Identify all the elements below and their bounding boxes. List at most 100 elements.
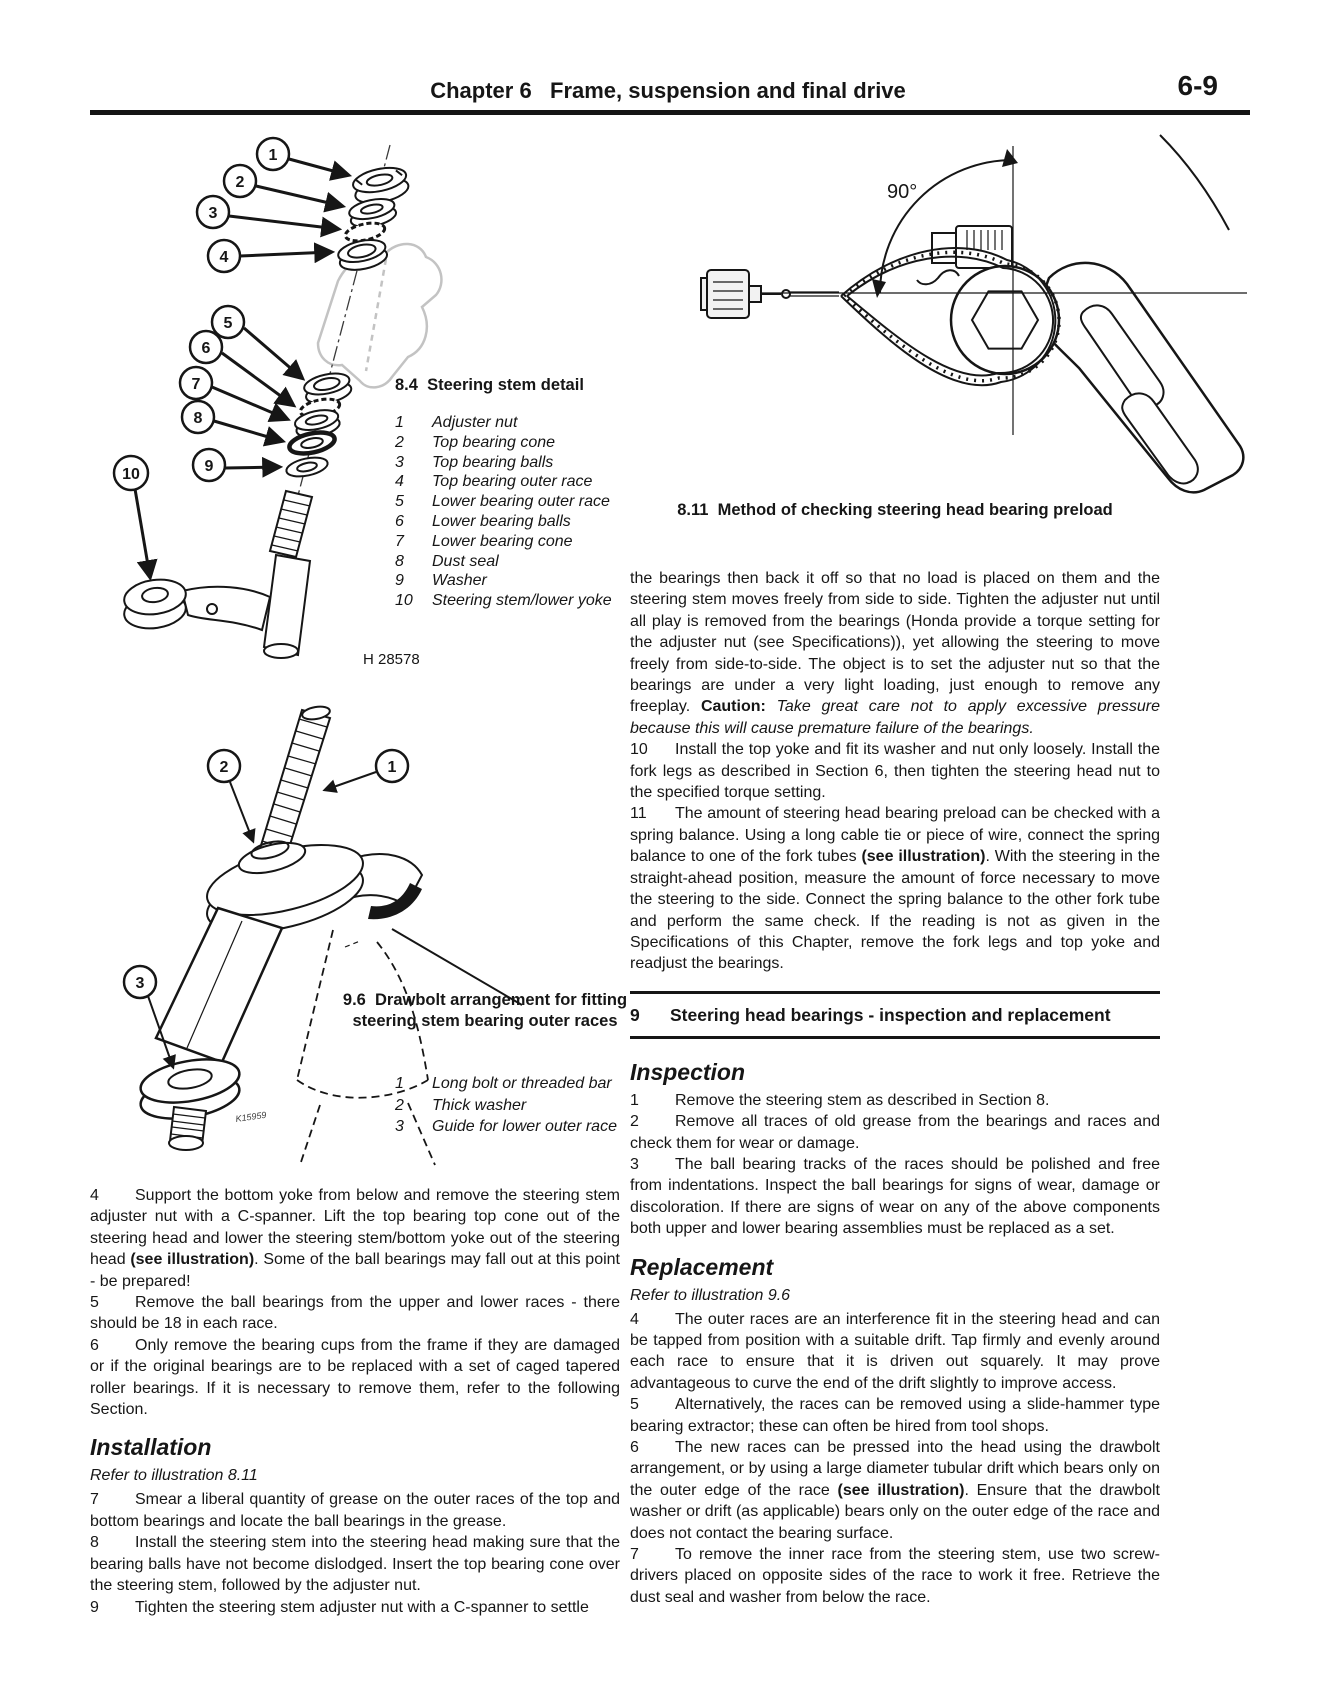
part-label: Washer xyxy=(432,572,487,590)
part-number: 8 xyxy=(395,552,404,570)
parts-list-item: 8 Dust seal xyxy=(395,552,630,572)
part-number: 7 xyxy=(395,532,404,550)
part-label: Lower bearing outer race xyxy=(432,493,610,511)
page-number: 6-9 xyxy=(1177,70,1218,101)
part-washer xyxy=(285,456,329,478)
svg-text:9: 9 xyxy=(205,458,214,475)
right-text-block: the bearings then back it off so that no… xyxy=(630,568,1160,1608)
part-top-bearing-balls xyxy=(343,221,387,243)
svg-text:4: 4 xyxy=(220,249,229,266)
thick-washer xyxy=(206,840,424,933)
svg-text:2: 2 xyxy=(236,174,245,191)
steering-head-dashed-outline xyxy=(296,929,436,1166)
part-number: 1 xyxy=(395,414,404,431)
callout-4: 4 xyxy=(206,238,336,274)
part-label: Long bolt or threaded bar xyxy=(432,1075,612,1092)
svg-text:1: 1 xyxy=(388,759,397,776)
installation-heading: Installation xyxy=(90,1434,212,1461)
parts-list-item: 5 Lower bearing outer race xyxy=(395,492,630,512)
part-label: Guide for lower outer race xyxy=(432,1118,617,1135)
section-title: Steering head bearings - inspection and … xyxy=(670,1004,1111,1025)
figure-8-11-caption: 8.11 Method of checking steering head be… xyxy=(630,500,1160,521)
svg-text:10: 10 xyxy=(122,466,140,483)
inspection-heading: Inspection xyxy=(630,1058,746,1085)
parts-list-item: 4 Top bearing outer race xyxy=(395,472,630,492)
figure-8-11-preload-check-drawing: 90° xyxy=(700,134,1247,494)
fork-top-hex-bolt xyxy=(970,290,1040,350)
callout-8: 8 xyxy=(180,399,287,447)
right-column: 90° 8.11 Method of checking steering hea… xyxy=(630,125,1247,1685)
callout-9: 9 xyxy=(191,447,284,483)
part-number: 4 xyxy=(395,473,404,491)
parts-list-item: 3 Top bearing balls xyxy=(395,453,630,473)
parts-list-item: 10 Steering stem/lower yoke xyxy=(395,591,630,611)
parts-list-item: 1 Long bolt or threaded bar xyxy=(395,1073,635,1095)
callout-3: 3 xyxy=(195,194,343,238)
part-label: Adjuster nut xyxy=(432,414,518,431)
fork-leg xyxy=(1039,134,1245,494)
left-column: 1 2 3 4 5 6 7 xyxy=(90,125,627,1685)
figure-9-6-code: K15959 xyxy=(235,1110,267,1124)
part-label: Dust seal xyxy=(432,552,499,570)
svg-text:5: 5 xyxy=(224,315,233,332)
part-number: 5 xyxy=(395,493,404,511)
intro-paragraph: the bearings then back it off so that no… xyxy=(630,570,1161,737)
svg-text:6: 6 xyxy=(202,340,211,357)
refer-to-illustration-9-6: Refer to illustration 9.6 xyxy=(630,1286,791,1304)
svg-text:8: 8 xyxy=(194,410,203,427)
svg-text:2: 2 xyxy=(220,759,229,776)
ghost-frame-outline xyxy=(316,242,443,389)
refer-to-illustration-8-11: Refer to illustration 8.11 xyxy=(90,1467,258,1485)
part-label: Top bearing outer race xyxy=(432,473,593,491)
part-label: Top bearing cone xyxy=(432,433,556,451)
svg-text:3: 3 xyxy=(136,975,145,992)
part-steering-stem-lower-yoke xyxy=(123,489,314,659)
guide-tube xyxy=(154,906,284,1064)
figure-8-11-caption-text: 8.11 Method of checking steering head be… xyxy=(677,501,1113,519)
part-number: 1 xyxy=(395,1075,404,1092)
figure-8-4-caption-block: 8.4 Steering stem detail 1 Adjuster nut 2… xyxy=(395,375,630,611)
part-number: 3 xyxy=(395,1118,404,1135)
svg-text:1: 1 xyxy=(269,147,278,164)
part-number: 9 xyxy=(395,572,404,590)
header-rule xyxy=(90,110,1250,115)
part-top-bearing-outer-race xyxy=(337,239,389,271)
replacement-heading: Replacement xyxy=(630,1253,774,1280)
part-number: 3 xyxy=(395,453,404,471)
section-number: 9 xyxy=(630,1004,640,1025)
part-label: Thick washer xyxy=(432,1096,527,1114)
figure-9-6-caption-text: 9.6 Drawbolt arrangement for fitting ste… xyxy=(342,991,628,1030)
part-label: Top bearing balls xyxy=(432,453,554,471)
callout-10: 10 xyxy=(112,454,158,582)
figure-8-4-caption: 8.4 Steering stem detail xyxy=(395,376,584,394)
angle-label: 90° xyxy=(887,181,917,203)
figure-8-4-steering-stem-exploded-drawing: 1 2 3 4 5 6 7 xyxy=(112,136,443,668)
callout-1: 1 xyxy=(322,748,410,793)
part-lower-bearing-outer-race xyxy=(303,372,353,405)
part-number: 6 xyxy=(395,512,404,530)
parts-list-item: 3 Guide for lower outer race xyxy=(395,1116,635,1138)
callout-7: 7 xyxy=(178,365,291,423)
part-number: 10 xyxy=(395,592,413,610)
lower-outer-race-guide xyxy=(139,1058,241,1151)
part-label: Steering stem/lower yoke xyxy=(432,592,612,610)
chapter-title: Chapter 6 Frame, suspension and final dr… xyxy=(430,78,906,103)
callout-6: 6 xyxy=(188,329,297,408)
svg-text:7: 7 xyxy=(192,376,201,393)
callout-1: 1 xyxy=(255,136,353,181)
